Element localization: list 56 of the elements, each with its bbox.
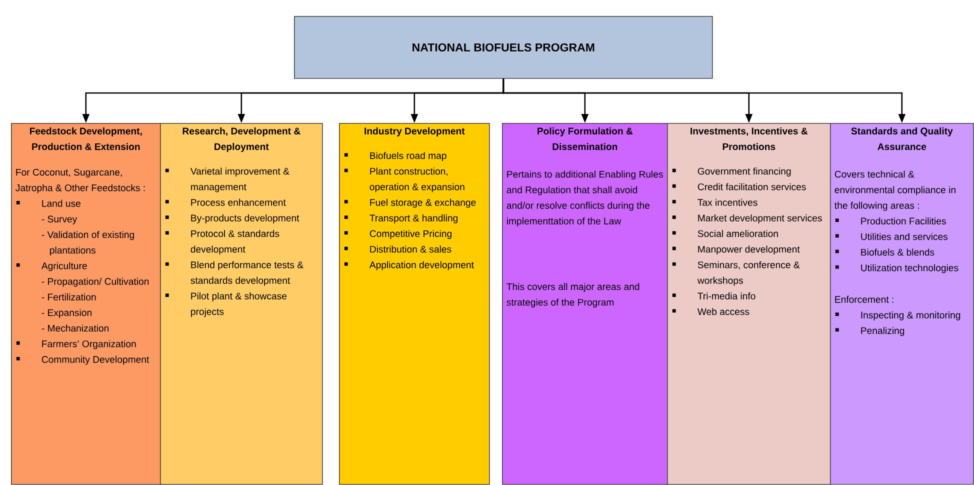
bullet-item: Tri-media info (672, 292, 756, 300)
bullet-item: Application development (344, 261, 474, 270)
body-text: For Coconut, Sugarcane, Jatropha & Other Feedstocks : (16, 168, 145, 194)
bullet-item: Agriculture (16, 262, 87, 272)
bullet-item: Inspecting & monitoring (835, 311, 960, 320)
bullet-item: Market development services (672, 214, 822, 224)
sub-item: - Fertilization (42, 293, 96, 300)
body-text: Enforcement : (835, 296, 894, 303)
bullet-item: Penalizing (835, 327, 904, 336)
bullet-item: Utilization technologies (835, 264, 958, 274)
bullet-item: Transport & handling (344, 214, 458, 224)
bullet-item: Community Development (16, 356, 150, 365)
column-box (502, 123, 668, 485)
bullet-item: Competitive Pricing (344, 230, 452, 239)
column-box (339, 123, 490, 485)
sub-item: - Mechanization (42, 324, 109, 332)
bullet-item: Varietal improvement & management (165, 168, 290, 192)
bullet-item: Government financing (672, 168, 791, 177)
bullet-item: Social amelioration (672, 230, 778, 238)
program-box: NATIONAL BIOFUELS PROGRAM (294, 16, 713, 79)
bullet-item: Credit facilitation services (672, 183, 806, 190)
bullet-item: Process enhancement (165, 198, 286, 206)
bullet-item: Manpower development (672, 246, 800, 255)
bullet-item: Utilities and services (835, 233, 948, 240)
column-box (667, 123, 831, 485)
bullet-item: Biofuels road map (344, 152, 446, 161)
bullet-item: By-products development (165, 214, 300, 224)
bullet-item: Biofuels & blends (835, 248, 934, 256)
bullet-item: Pilot plant & showcase projects (165, 292, 287, 317)
column-heading: Policy Formulation & Dissemination (538, 127, 633, 150)
bullet-item: Seminars, conference & workshops (672, 261, 800, 286)
bullet-item: Blend performance tests & standards development (165, 261, 304, 286)
bullet-item: Plant construction, operation & expansion (344, 168, 464, 192)
bullet-item: Fuel storage & exchange (344, 198, 476, 208)
column-heading: Investments, Incentives & Promotions (690, 127, 808, 150)
bullet-item: Tax incentives (672, 198, 758, 206)
column-box (830, 123, 974, 485)
bullet-item: Protocol & standards development (165, 230, 280, 255)
body-text: Pertains to additional Enabling Rules and Regulation that shall avoid and/or resolve conflicts during the implementtation of the Law (506, 170, 663, 226)
column-box (11, 123, 161, 485)
bullet-item: Farmers’ Organization (16, 340, 136, 350)
sub-item: - Validation of existing plantations (42, 231, 134, 256)
bullet-item: Web access (672, 308, 750, 316)
sub-item: - Expansion (42, 309, 92, 318)
body-text: This covers all major areas and strategies of the Program (506, 283, 640, 308)
bullet-item: Land use (16, 200, 80, 207)
column-heading: Research, Development & Deployment (182, 127, 300, 152)
column-heading: Standards and Quality Assurance (851, 127, 953, 150)
sub-item: - Survey (42, 216, 78, 224)
bullet-item: Distribution & sales (344, 246, 452, 253)
column-heading: Industry Development (364, 127, 465, 136)
sub-item: - Propagation/ Cultivation (42, 278, 149, 287)
bullet-item: Production Facilities (835, 217, 946, 224)
column-heading: Feedstock Development, Production & Extension (30, 127, 142, 150)
body-text: Covers technical & environmental compliance in the following areas : (834, 170, 956, 211)
column-box (160, 123, 323, 485)
